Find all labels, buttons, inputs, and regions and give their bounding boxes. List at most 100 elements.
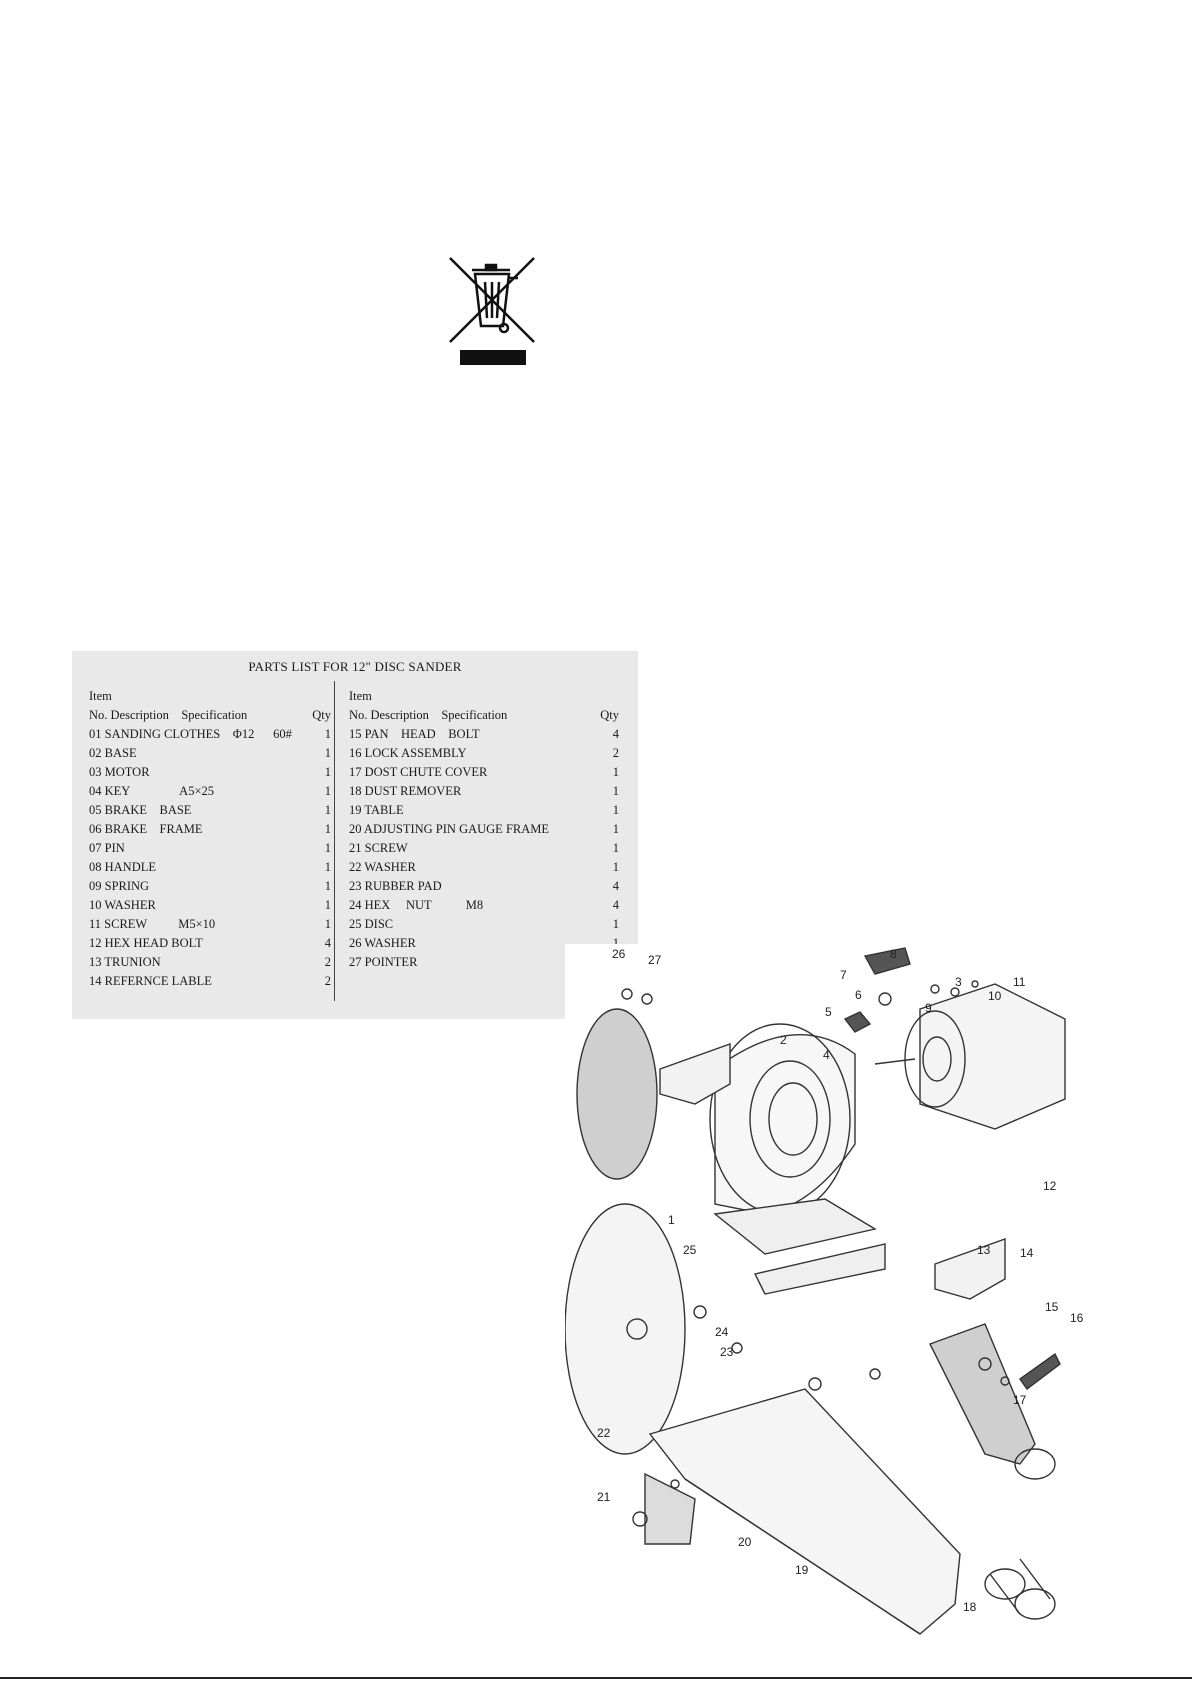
parts-row: 19 TABLE 1 bbox=[349, 801, 619, 820]
callout-18: 18 bbox=[963, 1600, 977, 1614]
callout-27: 27 bbox=[648, 953, 662, 967]
column-header-qty: Qty bbox=[600, 708, 619, 722]
part-description: 17 DOST CHUTE COVER bbox=[349, 765, 488, 779]
footer-rule bbox=[0, 1677, 1192, 1679]
part-description: 19 TABLE bbox=[349, 803, 404, 817]
part-description: 12 HEX HEAD BOLT bbox=[89, 936, 203, 950]
part-description: 02 BASE bbox=[89, 746, 137, 760]
part-description: 05 BRAKE BASE bbox=[89, 803, 192, 817]
parts-list-table: PARTS LIST FOR 12" DISC SANDER Item No. … bbox=[72, 651, 638, 1019]
part-qty: 1 bbox=[612, 822, 619, 836]
callout-26: 26 bbox=[612, 947, 626, 961]
callout-22: 22 bbox=[597, 1426, 611, 1440]
column-header-item: Item bbox=[89, 689, 112, 703]
part-description: 21 SCREW bbox=[349, 841, 408, 855]
callout-3: 3 bbox=[955, 975, 962, 989]
part-description: 23 RUBBER PAD bbox=[349, 879, 442, 893]
part-description: 20 ADJUSTING PIN GAUGE FRAME bbox=[349, 822, 550, 836]
part-description: 08 HANDLE bbox=[89, 860, 157, 874]
column-divider bbox=[334, 681, 335, 1001]
callout-7: 7 bbox=[840, 968, 847, 982]
part-qty: 1 bbox=[324, 746, 331, 760]
callout-21: 21 bbox=[597, 1490, 611, 1504]
callout-9: 9 bbox=[925, 1001, 932, 1015]
part-description: 16 LOCK ASSEMBLY bbox=[349, 746, 467, 760]
part-qty: 1 bbox=[612, 936, 619, 950]
part-description: 07 PIN bbox=[89, 841, 125, 855]
part-qty: 4 bbox=[612, 727, 619, 741]
callout-14: 14 bbox=[1020, 1246, 1034, 1260]
callout-24: 24 bbox=[715, 1325, 729, 1339]
callout-8: 8 bbox=[890, 947, 897, 961]
sanding-cloth-shape bbox=[576, 1008, 658, 1180]
part-description: 14 REFERNCE LABLE bbox=[89, 974, 212, 988]
parts-row: 02 BASE 1 bbox=[89, 744, 331, 763]
part-description: 26 WASHER bbox=[349, 936, 416, 950]
parts-row: 23 RUBBER PAD 4 bbox=[349, 877, 619, 896]
parts-row: 17 DOST CHUTE COVER 1 bbox=[349, 763, 619, 782]
parts-row: 16 LOCK ASSEMBLY 2 bbox=[349, 744, 619, 763]
part-description: 11 SCREW M5×10 bbox=[89, 917, 216, 931]
part-qty: 2 bbox=[324, 955, 331, 969]
parts-row: 01 SANDING CLOTHES Φ12 60#1 bbox=[89, 725, 331, 744]
part-description: 10 WASHER bbox=[89, 898, 156, 912]
parts-row: 26 WASHER 1 bbox=[349, 934, 619, 953]
part-qty: 1 bbox=[324, 784, 331, 798]
parts-row: 21 SCREW 1 bbox=[349, 839, 619, 858]
callout-13: 13 bbox=[977, 1243, 991, 1257]
part-qty: 1 bbox=[324, 860, 331, 874]
part-description: 04 KEY A5×25 bbox=[89, 784, 214, 798]
part-qty: 1 bbox=[612, 841, 619, 855]
parts-row: 11 SCREW M5×10 1 bbox=[89, 915, 331, 934]
callout-15: 15 bbox=[1045, 1300, 1059, 1314]
part-description: 06 BRAKE FRAME bbox=[89, 822, 203, 836]
part-qty: 1 bbox=[324, 917, 331, 931]
part-qty: 1 bbox=[324, 898, 331, 912]
part-description: 03 MOTOR bbox=[89, 765, 150, 779]
parts-row: 15 PAN HEAD BOLT 4 bbox=[349, 725, 619, 744]
callout-4: 4 bbox=[823, 1048, 830, 1062]
parts-row: 09 SPRING 1 bbox=[89, 877, 331, 896]
callout-19: 19 bbox=[795, 1563, 809, 1577]
parts-column-right: Item No. Description Specification Qty 1… bbox=[349, 687, 619, 972]
parts-row: 14 REFERNCE LABLE 2 bbox=[89, 972, 331, 991]
part-qty: 4 bbox=[324, 936, 331, 950]
parts-row: 07 PIN 1 bbox=[89, 839, 331, 858]
part-qty: 1 bbox=[612, 803, 619, 817]
part-qty: 1 bbox=[612, 784, 619, 798]
column-header-item: Item bbox=[349, 689, 372, 703]
part-qty: 2 bbox=[324, 974, 331, 988]
parts-row: 08 HANDLE 1 bbox=[89, 858, 331, 877]
callout-2: 2 bbox=[780, 1033, 787, 1047]
part-description: 15 PAN HEAD BOLT bbox=[349, 727, 480, 741]
parts-row: 20 ADJUSTING PIN GAUGE FRAME 1 bbox=[349, 820, 619, 839]
parts-list-title: PARTS LIST FOR 12" DISC SANDER bbox=[248, 659, 462, 674]
callout-5: 5 bbox=[825, 1005, 832, 1019]
part-qty: 4 bbox=[612, 879, 619, 893]
part-qty: 1 bbox=[324, 879, 331, 893]
column-header-desc: No. Description Specification bbox=[89, 708, 248, 722]
parts-row: 04 KEY A5×25 1 bbox=[89, 782, 331, 801]
callout-20: 20 bbox=[738, 1535, 752, 1549]
part-qty: 1 bbox=[324, 727, 331, 741]
parts-row: 12 HEX HEAD BOLT 4 bbox=[89, 934, 331, 953]
part-qty: 1 bbox=[612, 917, 619, 931]
part-qty: 2 bbox=[612, 746, 619, 760]
column-header: No. Description Specification Qty bbox=[89, 706, 331, 725]
parts-row: 10 WASHER 1 bbox=[89, 896, 331, 915]
part-qty: 1 bbox=[324, 841, 331, 855]
column-header-qty: Qty bbox=[312, 708, 331, 722]
callout-25: 25 bbox=[683, 1243, 697, 1257]
parts-column-left: Item No. Description Specification Qty 0… bbox=[89, 687, 331, 991]
callout-17: 17 bbox=[1013, 1393, 1027, 1407]
callout-6: 6 bbox=[855, 988, 862, 1002]
part-description: 09 SPRING bbox=[89, 879, 150, 893]
part-qty: 1 bbox=[612, 765, 619, 779]
callout-11: 11 bbox=[1013, 975, 1026, 989]
part-description: 22 WASHER bbox=[349, 860, 416, 874]
